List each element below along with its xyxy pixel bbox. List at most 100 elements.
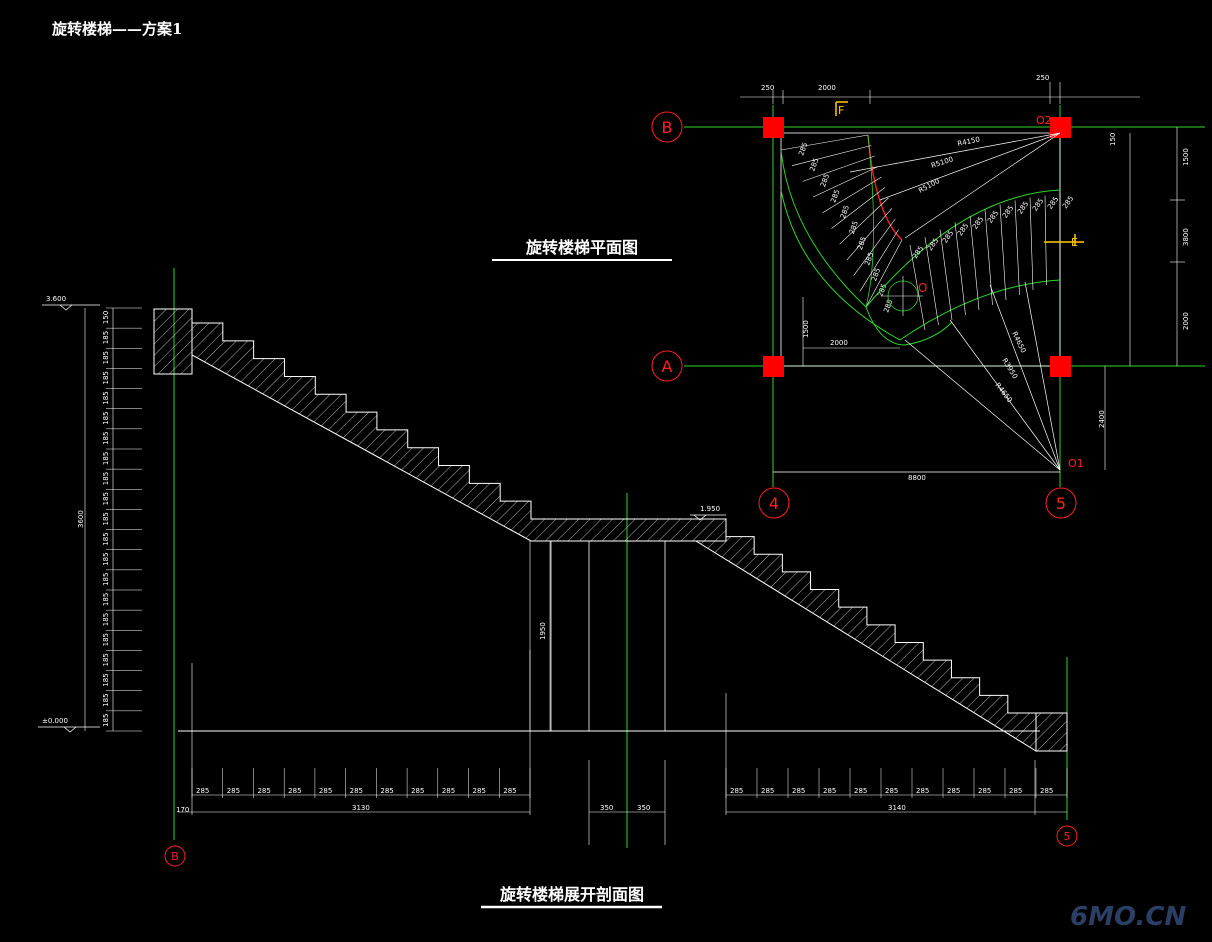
tread-label: 285 — [288, 787, 301, 795]
plan-tread-line — [939, 229, 953, 321]
column-b4 — [763, 117, 784, 138]
plan-tread-label: 285 — [1046, 195, 1060, 211]
total-height-label: 3600 — [77, 510, 85, 528]
tread-label: 285 — [380, 787, 393, 795]
plan-tread-label: 285 — [971, 215, 985, 231]
plan-dim-top-left: 250 — [761, 84, 774, 92]
section-axis-bubble-b — [164, 845, 186, 867]
riser-label: 185 — [102, 653, 110, 666]
tread-label: 285 — [854, 787, 867, 795]
riser-label: 150 — [102, 311, 110, 324]
plan-tread-line — [822, 176, 882, 214]
plan-tread-line — [780, 134, 869, 151]
radius-label-4: R4650 — [1010, 330, 1027, 354]
plan-tread-line — [954, 222, 966, 316]
plan-tread-line — [1029, 197, 1034, 291]
axis-label-4: 4 — [769, 494, 779, 513]
plan-dim-right-4: 2400 — [1098, 410, 1106, 428]
flight1-inner-arc — [780, 149, 867, 308]
plan-dim-top-right: 250 — [1036, 74, 1049, 82]
plan-dim-inner-h: 1500 — [802, 320, 810, 338]
riser-label: 185 — [102, 693, 110, 706]
radius-line-7 — [1024, 281, 1061, 471]
tread-label: 285 — [1040, 787, 1053, 795]
dim-3140-label: 3140 — [888, 804, 906, 812]
plan-tread-line — [846, 208, 893, 261]
plan-dim-right-1: 1500 — [1182, 148, 1190, 166]
tread-label: 285 — [196, 787, 209, 795]
riser-label: 185 — [102, 532, 110, 545]
axis-label-5: 5 — [1056, 494, 1066, 513]
plan-tread-label: 285 — [911, 245, 925, 261]
plan-tread-line — [791, 145, 872, 166]
section-axis-bubble-5 — [1056, 825, 1078, 847]
plan-tread-line — [999, 204, 1007, 301]
tread-label: 285 — [916, 787, 929, 795]
tread-label: 285 — [730, 787, 743, 795]
dim-3130-label: 3130 — [352, 804, 370, 812]
center-o1-label: O1 — [1068, 457, 1084, 470]
center-o-label: O — [918, 281, 927, 295]
riser-label: 185 — [102, 613, 110, 626]
plan-tread-label: 285 — [941, 229, 955, 245]
elev-mid-symbol — [693, 514, 707, 521]
dim-170-label: 170 — [176, 806, 189, 814]
riser-label: 185 — [102, 391, 110, 404]
radius-line-4 — [904, 339, 1061, 471]
plan-tread-label: 285 — [797, 141, 809, 156]
flight2-outer-arc — [865, 189, 1061, 308]
tread-label: 285 — [442, 787, 455, 795]
riser-label: 185 — [102, 371, 110, 384]
plan-tread-label: 285 — [808, 157, 820, 172]
tread-label: 285 — [227, 787, 240, 795]
riser-label: 185 — [102, 633, 110, 646]
tread-label: 285 — [350, 787, 363, 795]
section-title: 旋转楼梯展开剖面图 — [499, 885, 644, 904]
column-a4 — [763, 356, 784, 377]
riser-label: 185 — [102, 714, 110, 727]
section-dim-ticks — [191, 650, 1036, 845]
section-flight-2 — [694, 519, 1037, 752]
plan-dim-right-small: 150 — [1109, 133, 1117, 146]
tread-label: 285 — [761, 787, 774, 795]
section-mark-right-label: E — [1071, 236, 1078, 249]
axis-bubble-a — [651, 350, 683, 382]
section-axis-label-b: B — [171, 850, 179, 863]
radius-line-3 — [904, 132, 1061, 239]
dim-350a-label: 350 — [600, 804, 613, 812]
riser-label: 185 — [102, 432, 110, 445]
section-mark-top-label: F — [838, 104, 844, 117]
riser-label: 185 — [102, 552, 110, 565]
center-o2-label: O2 — [1036, 114, 1052, 127]
riser-label: 185 — [102, 472, 110, 485]
tread-label: 285 — [411, 787, 424, 795]
plan-tread-line — [865, 239, 903, 308]
elev-base-symbol — [63, 726, 77, 733]
plan-tread-line — [853, 218, 896, 276]
radius-label-3: R5100 — [917, 177, 941, 195]
plan-tread-line — [859, 229, 899, 292]
plan-dim-right-2: 3800 — [1182, 228, 1190, 246]
plan-tread-line — [1014, 200, 1020, 296]
radius-line-6 — [989, 284, 1061, 471]
riser-label: 185 — [102, 593, 110, 606]
elev-base-label: ±0.000 — [42, 717, 68, 725]
plan-tread-line — [812, 166, 879, 198]
axis-bubble-5 — [1045, 487, 1077, 519]
tread-dims: 285 285 285 285 285 285 285 285 285 285 285 285 285 2… — [191, 768, 1068, 798]
tread-label: 285 — [257, 787, 270, 795]
plan-tread-line — [909, 244, 926, 331]
riser-dims: 1501851851851851851851851851851851851851… — [102, 307, 142, 732]
tread-label: 285 — [503, 787, 516, 795]
plan-tread-label: 285 — [926, 237, 940, 253]
radius-label-1: R4150 — [957, 135, 981, 148]
plan-tread-label: 285 — [1001, 204, 1015, 220]
radius-line-1 — [849, 132, 1061, 173]
tread-label: 285 — [473, 787, 486, 795]
tread-label: 285 — [319, 787, 332, 795]
plan-tread-label: 285 — [1016, 200, 1030, 216]
plan-tread-line — [1044, 195, 1047, 286]
tread-label: 285 — [947, 787, 960, 795]
